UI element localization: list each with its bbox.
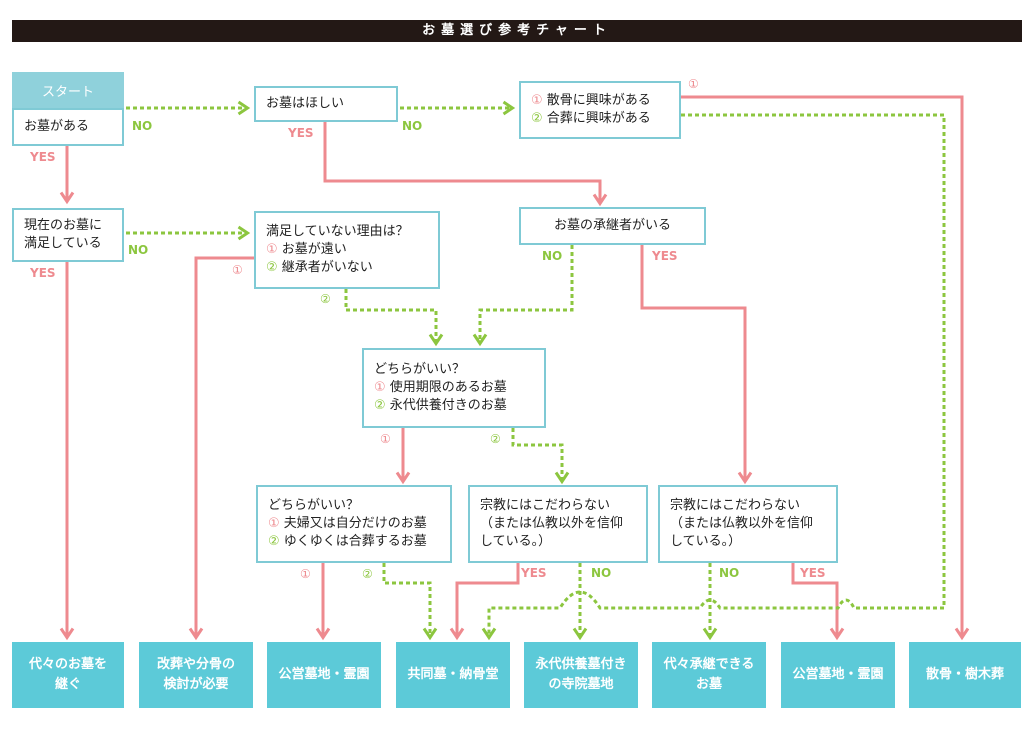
- line-which2-2: [382, 563, 438, 641]
- q-religion-a-3: している。）: [480, 534, 552, 549]
- line-want-yes: [323, 122, 608, 207]
- circle-1: ①: [531, 93, 543, 108]
- q-religion-b-1: 宗教にはこだわらない: [670, 498, 801, 513]
- circle-1-marker: ①: [300, 567, 311, 581]
- result-temple-cemetery: 永代供養墓付き の寺院墓地: [524, 642, 638, 708]
- circle-2: ②: [531, 111, 543, 126]
- result-shared-grave: 共同墓・納骨堂: [396, 642, 510, 708]
- q-satisfied-line1: 現在のお墓に: [24, 218, 103, 233]
- circle-1: ①: [266, 242, 278, 257]
- q-successor-text: お墓の承継者がいる: [553, 218, 671, 233]
- circle-1-marker: ①: [380, 432, 391, 446]
- q-successor: お墓の承継者がいる: [519, 207, 706, 245]
- line-reason-1: [188, 256, 254, 641]
- no-label: NO: [719, 566, 740, 580]
- q-religion-b-2: （または仏教以外を信仰: [670, 516, 814, 531]
- circle-1-marker: ①: [688, 77, 699, 91]
- q-interest: ① 散骨に興味がある ② 合葬に興味がある: [519, 81, 681, 139]
- q-reason-2: 継承者がいない: [281, 260, 373, 275]
- circle-2-marker: ②: [362, 567, 373, 581]
- yes-label: YES: [652, 249, 678, 263]
- line-interest-2: [481, 113, 946, 641]
- q-which1-title: どちらがいい？: [374, 362, 466, 377]
- circle-2-marker: ②: [490, 432, 501, 446]
- q-which2-2: ゆくゆくは合葬するお墓: [283, 534, 427, 549]
- q-has-grave: お墓がある: [12, 108, 124, 146]
- q-which2-title: どちらがいい？: [268, 498, 360, 513]
- line-relA-yes: [449, 563, 520, 641]
- no-label: NO: [132, 119, 153, 133]
- q-want-grave: お墓はほしい: [254, 86, 398, 122]
- yes-label: YES: [30, 266, 56, 280]
- q-which1-1: 使用期限のあるお墓: [389, 380, 507, 395]
- yes-label: YES: [30, 150, 56, 164]
- circle-1: ①: [374, 380, 386, 395]
- circle-2: ②: [268, 534, 280, 549]
- q-reason-title: 満足していない理由は？: [266, 224, 409, 239]
- result-inherit-family-grave: 代々のお墓を 継ぐ: [12, 642, 124, 708]
- circle-2: ②: [266, 260, 278, 275]
- q-satisfied-line2: 満足している: [24, 236, 102, 251]
- q-interest-1: 散骨に興味がある: [546, 93, 651, 108]
- result-reburial: 改葬や分骨の 検討が必要: [139, 642, 253, 708]
- result-scattering: 散骨・樹木葬: [909, 642, 1021, 708]
- line-which1-2: [511, 428, 570, 485]
- circle-2: ②: [374, 398, 386, 413]
- q-which1-2: 永代供養付きのお墓: [389, 398, 507, 413]
- q-religion-a: 宗教にはこだわらない （または仏教以外を信仰 している。）: [468, 485, 648, 563]
- no-label: NO: [128, 243, 149, 257]
- yes-label: YES: [521, 566, 547, 580]
- no-label: NO: [591, 566, 612, 580]
- result-public-cemetery: 公営墓地・霊園: [267, 642, 381, 708]
- result-inheritable-grave: 代々承継できる お墓: [652, 642, 766, 708]
- q-reason: 満足していない理由は？ ① お墓が遠い ② 継承者がいない: [254, 211, 440, 289]
- line-reason-2: [344, 289, 444, 347]
- q-interest-2: 合葬に興味がある: [546, 111, 651, 126]
- circle-2-marker: ②: [320, 292, 331, 306]
- q-which2: どちらがいい？ ① 夫婦又は自分だけのお墓 ② ゆくゆくは合葬するお墓: [256, 485, 452, 563]
- yes-label: YES: [288, 126, 314, 140]
- line-succ-yes: [640, 245, 753, 485]
- q-satisfied: 現在のお墓に 満足している: [12, 208, 124, 262]
- q-religion-b-3: している。）: [670, 534, 742, 549]
- no-label: NO: [402, 119, 423, 133]
- q-religion-a-1: 宗教にはこだわらない: [480, 498, 611, 513]
- q-has-grave-text: お墓がある: [24, 119, 90, 134]
- no-label: NO: [542, 249, 563, 263]
- q-which1: どちらがいい？ ① 使用期限のあるお墓 ② 永代供養付きのお墓: [362, 348, 546, 428]
- circle-1: ①: [268, 516, 280, 531]
- result-public-cemetery-2: 公営墓地・霊園: [781, 642, 895, 708]
- yes-label: YES: [800, 566, 826, 580]
- q-religion-a-2: （または仏教以外を信仰: [480, 516, 624, 531]
- q-which2-1: 夫婦又は自分だけのお墓: [283, 516, 427, 531]
- chart-title: お墓選び参考チャート: [12, 20, 1022, 42]
- circle-1-marker: ①: [232, 263, 243, 277]
- q-want-grave-text: お墓はほしい: [266, 96, 345, 111]
- q-religion-b: 宗教にはこだわらない （または仏教以外を信仰 している。）: [658, 485, 838, 563]
- line-interest-1: [681, 95, 970, 641]
- start-label: スタート: [12, 72, 124, 108]
- q-reason-1: お墓が遠い: [281, 242, 347, 257]
